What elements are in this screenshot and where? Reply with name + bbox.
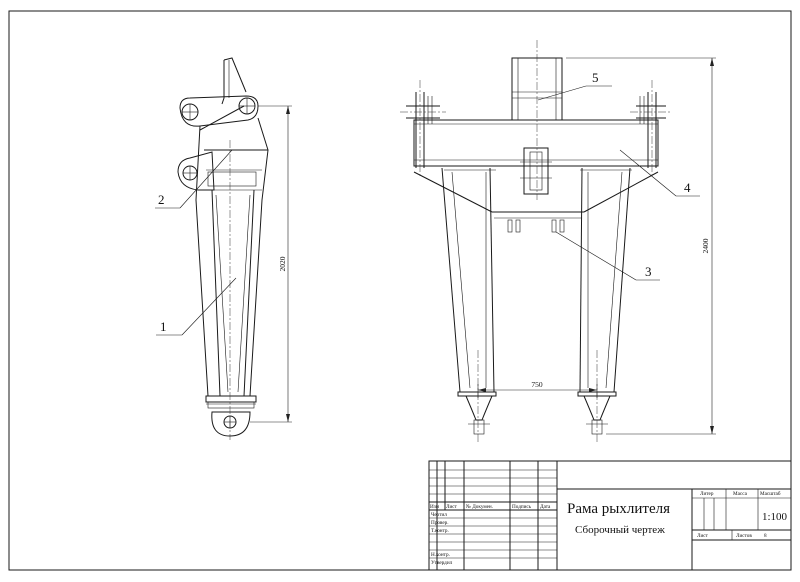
drawing-subtitle: Сборочный чертеж	[575, 524, 665, 536]
side-view	[177, 57, 292, 440]
tb-list-label: Лист	[697, 533, 709, 539]
dim-front-height: 2400	[701, 238, 710, 253]
leader-lines-front	[537, 85, 700, 281]
tb-role-chertil: Чертил	[431, 512, 447, 518]
title-block	[428, 460, 792, 571]
leader-2: 2	[158, 192, 165, 207]
tb-role-utverdil: Утвердил	[431, 560, 453, 566]
tb-masshtab-label: Масштаб	[760, 490, 781, 497]
front-view	[400, 40, 716, 442]
tb-col-sign: Подпись	[512, 504, 532, 510]
leader-5: 5	[592, 70, 599, 85]
leader-3: 3	[645, 264, 652, 279]
sheet-frame	[8, 10, 792, 571]
tb-col-izm: Изм	[430, 504, 440, 510]
leader-1: 1	[160, 319, 167, 334]
dim-side-height: 2020	[278, 256, 287, 271]
leader-lines-side	[155, 149, 237, 336]
drawing-title: Рама рыхлителя	[567, 501, 670, 517]
tb-role-nkontr: Н.контр.	[431, 552, 450, 558]
drawing-scale: 1:100	[762, 511, 788, 523]
tb-col-date: Дата	[540, 504, 551, 510]
tb-massa-label: Масса	[733, 491, 748, 497]
tb-litera-label: Литер	[700, 491, 714, 497]
dim-base-width: 750	[531, 380, 543, 389]
tb-listov-value: 8	[764, 533, 767, 539]
tb-role-prover: Провер.	[431, 520, 449, 526]
tb-role-tkontr: Т.контр.	[431, 528, 449, 534]
leader-4: 4	[684, 180, 691, 195]
tb-listov-label: Листов	[736, 533, 752, 539]
tb-col-doc: № Докумен.	[466, 504, 493, 510]
tb-col-list: Лист	[446, 504, 458, 510]
